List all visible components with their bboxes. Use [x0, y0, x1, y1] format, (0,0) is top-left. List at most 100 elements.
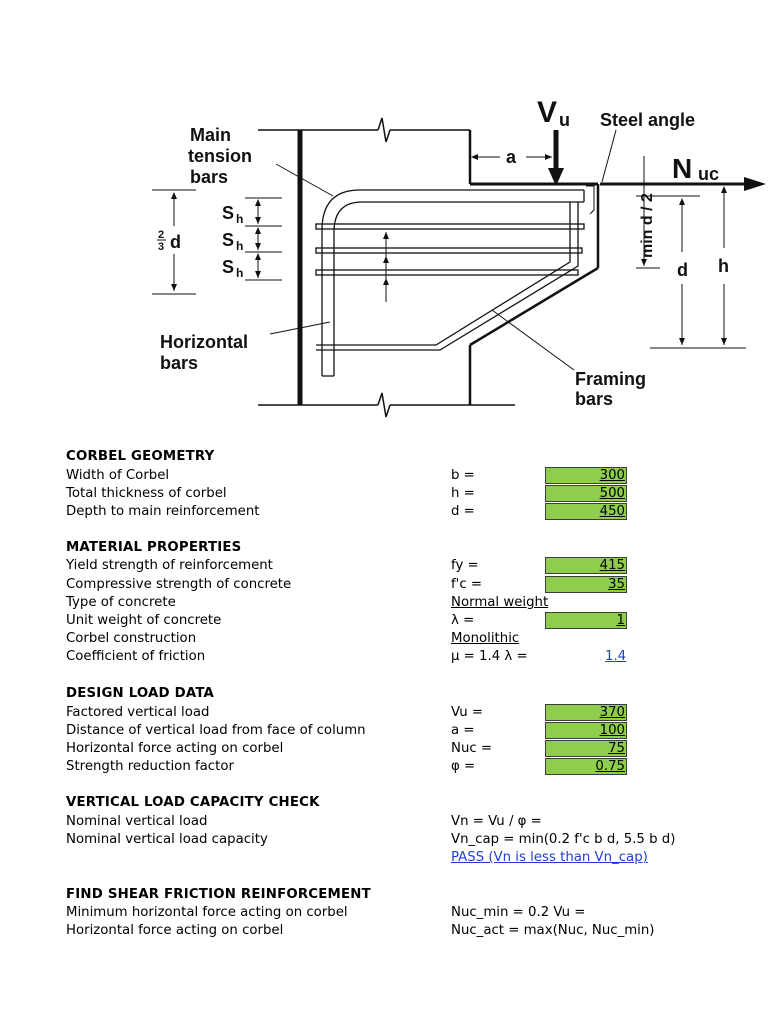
concrete-type-label: Type of concrete: [66, 595, 176, 610]
concrete-type-select[interactable]: Normal weight: [451, 595, 549, 610]
capacity-row: Nominal vertical load capacity Vn_cap = …: [0, 831, 768, 849]
friction-label: Coefficient of friction: [66, 649, 206, 664]
two-thirds-d-label: 2 3 d: [157, 229, 181, 253]
vu-row-label: Factored vertical load: [66, 705, 210, 720]
nominal-load-formula: Vn = Vu / φ =: [451, 814, 542, 829]
vertical-check-heading: VERTICAL LOAD CAPACITY CHECK: [66, 795, 320, 810]
depth-row: Depth to main reinforcement d = 450: [0, 503, 768, 521]
svg-text:Framing: Framing: [575, 369, 646, 389]
d-dimension-label: d: [677, 260, 688, 280]
thickness-input[interactable]: 500: [545, 485, 627, 502]
sh-labels: S h S h S h: [222, 203, 243, 280]
nuc-subscript: uc: [698, 164, 719, 184]
a-input[interactable]: 100: [545, 722, 627, 739]
fy-symbol: fy =: [451, 558, 479, 573]
nominal-load-label: Nominal vertical load: [66, 814, 208, 829]
svg-text:tension: tension: [188, 146, 252, 166]
fy-input[interactable]: 415: [545, 557, 627, 574]
a-label: a: [506, 147, 517, 167]
depth-symbol: d =: [451, 504, 475, 519]
svg-text:h: h: [236, 239, 243, 253]
phi-symbol: φ =: [451, 759, 476, 774]
material-properties-heading: MATERIAL PROPERTIES: [66, 540, 242, 555]
design-load-heading-row: DESIGN LOAD DATA: [0, 685, 768, 703]
svg-text:h: h: [236, 212, 243, 226]
design-load-heading: DESIGN LOAD DATA: [66, 686, 215, 701]
fc-symbol: f'c =: [451, 577, 483, 592]
svg-text:Main: Main: [190, 125, 231, 145]
svg-text:2: 2: [158, 229, 164, 241]
thickness-row: Total thickness of corbel h = 500: [0, 485, 768, 503]
svg-text:S: S: [222, 203, 234, 223]
vu-input[interactable]: 370: [545, 704, 627, 721]
capacity-formula: Vn_cap = min(0.2 f'c b d, 5.5 b d): [451, 832, 676, 847]
svg-text:bars: bars: [160, 353, 198, 373]
nuc-row-label: Horizontal force acting on corbel: [66, 741, 284, 756]
capacity-label: Nominal vertical load capacity: [66, 832, 268, 847]
min-d-half-label: min d / 2: [639, 193, 656, 258]
unit-weight-input[interactable]: 1: [545, 612, 627, 629]
phi-row-label: Strength reduction factor: [66, 759, 234, 774]
svg-text:S: S: [222, 257, 234, 277]
unit-weight-label: Unit weight of concrete: [66, 613, 222, 628]
svg-text:bars: bars: [190, 167, 228, 187]
construction-label: Corbel construction: [66, 631, 197, 646]
width-row: Width of Corbel b = 300: [0, 467, 768, 485]
corbel-geometry-heading: CORBEL GEOMETRY: [66, 449, 215, 464]
nuc-min-label: Minimum horizontal force acting on corbe…: [66, 905, 348, 920]
shear-friction-heading: FIND SHEAR FRICTION REINFORCEMENT: [66, 887, 371, 902]
horizontal-bars-label: Horizontal bars: [160, 332, 248, 373]
friction-value-link[interactable]: 1.4: [605, 649, 627, 664]
width-symbol: b =: [451, 468, 475, 483]
friction-row: Coefficient of friction μ = 1.4 λ = 1.4: [0, 648, 768, 666]
steel-angle-label: Steel angle: [600, 110, 695, 130]
nuc-min-formula: Nuc_min = 0.2 Vu =: [451, 905, 586, 920]
h-dimension-label: h: [718, 256, 729, 276]
material-heading-row: MATERIAL PROPERTIES: [0, 539, 768, 557]
fc-input[interactable]: 35: [545, 576, 627, 593]
width-input[interactable]: 300: [545, 467, 627, 484]
construction-row: Corbel construction Monolithic: [0, 630, 768, 648]
vu-label: V: [537, 96, 557, 129]
nuc-row: Horizontal force acting on corbel Nuc = …: [0, 740, 768, 758]
nuc-label: N: [672, 153, 692, 184]
nuc-symbol: Nuc =: [451, 741, 493, 756]
svg-text:S: S: [222, 230, 234, 250]
main-tension-bars-label: Main tension bars: [188, 125, 252, 187]
depth-label: Depth to main reinforcement: [66, 504, 260, 519]
svg-text:h: h: [236, 266, 243, 280]
a-row-label: Distance of vertical load from face of c…: [66, 723, 366, 738]
unit-weight-symbol: λ =: [451, 613, 475, 628]
fy-label: Yield strength of reinforcement: [66, 558, 273, 573]
check-result-row: PASS (Vn is less than Vn_cap): [0, 849, 768, 867]
svg-text:3: 3: [158, 241, 164, 253]
vu-symbol: Vu =: [451, 705, 483, 720]
nuc-act-row: Horizontal force acting on corbel Nuc_ac…: [0, 922, 768, 940]
depth-input[interactable]: 450: [545, 503, 627, 520]
check-result-link[interactable]: PASS (Vn is less than Vn_cap): [451, 850, 648, 865]
a-row: Distance of vertical load from face of c…: [0, 722, 768, 740]
reinforcement-bars: [315, 185, 595, 377]
nominal-load-row: Nominal vertical load Vn = Vu / φ =: [0, 813, 768, 831]
nuc-act-label: Horizontal force acting on corbel: [66, 923, 284, 938]
vu-subscript: u: [559, 110, 570, 130]
shear-friction-heading-row: FIND SHEAR FRICTION REINFORCEMENT: [0, 886, 768, 904]
phi-row: Strength reduction factor φ = 0.75: [0, 758, 768, 776]
corbel-geometry-heading-row: CORBEL GEOMETRY: [0, 448, 768, 466]
construction-select[interactable]: Monolithic: [451, 631, 520, 646]
corbel-diagram: Main tension bars V u Steel angle N uc a…: [152, 96, 766, 418]
friction-symbol: μ = 1.4 λ =: [451, 649, 528, 664]
column-outline: [258, 117, 600, 418]
fc-label: Compressive strength of concrete: [66, 577, 292, 592]
svg-text:bars: bars: [575, 389, 613, 409]
unit-weight-row: Unit weight of concrete λ = 1: [0, 612, 768, 630]
nuc-act-formula: Nuc_act = max(Nuc, Nuc_min): [451, 923, 655, 938]
nuc-input[interactable]: 75: [545, 740, 627, 757]
svg-text:d: d: [170, 232, 181, 252]
vertical-check-heading-row: VERTICAL LOAD CAPACITY CHECK: [0, 794, 768, 812]
thickness-label: Total thickness of corbel: [66, 486, 227, 501]
concrete-type-row: Type of concrete Normal weight: [0, 594, 768, 612]
phi-input[interactable]: 0.75: [545, 758, 627, 775]
thickness-symbol: h =: [451, 486, 475, 501]
